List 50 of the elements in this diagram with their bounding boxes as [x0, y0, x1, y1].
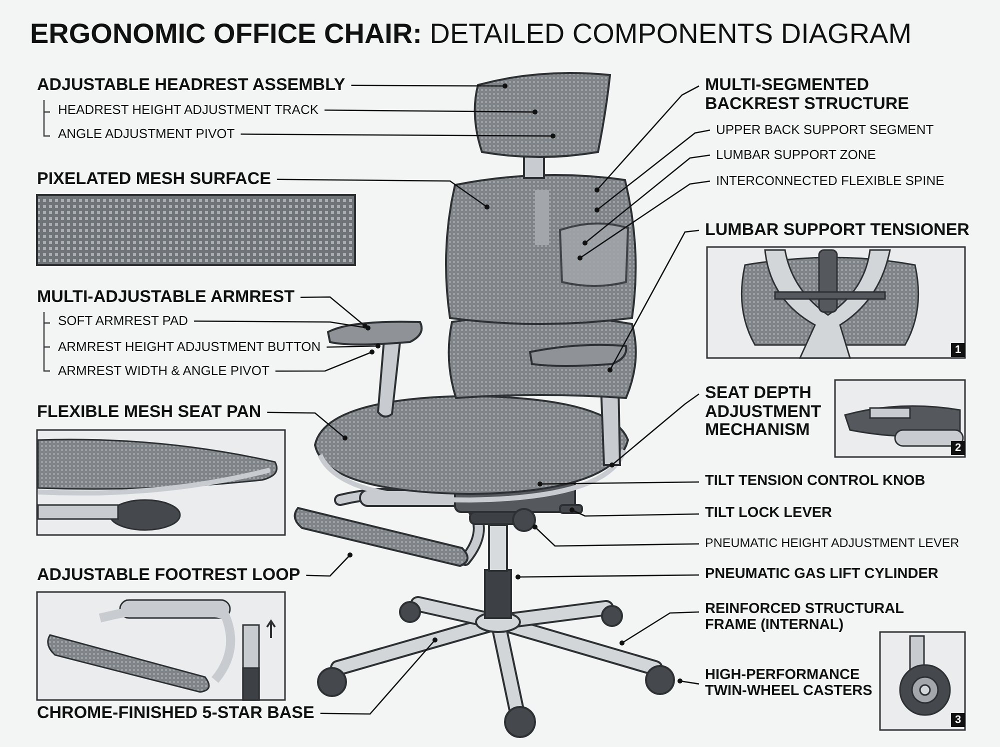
leader-line — [326, 344, 380, 348]
leader-line — [608, 230, 700, 372]
callout-label: TILT LOCK LEVER — [705, 506, 832, 522]
leader-line — [678, 678, 700, 685]
callout-label: CHROME-FINISHED 5-STAR BASE — [37, 704, 314, 723]
callout-label: FLEXIBLE MESH SEAT PAN — [37, 403, 262, 422]
leader-line — [620, 611, 700, 646]
leader-line — [351, 84, 508, 88]
inset-number: 2 — [951, 441, 965, 455]
callout-label: HIGH-PERFORMANCE TWIN-WHEEL CASTERS — [705, 668, 879, 700]
leader-line — [320, 638, 438, 715]
leader-line — [240, 134, 556, 138]
callout-label: ADJUSTABLE FOOTREST LOOP — [37, 566, 300, 585]
leader-line — [532, 524, 699, 547]
leader-line — [570, 508, 700, 517]
callout-label: LUMBAR SUPPORT ZONE — [716, 148, 876, 162]
leader-line — [582, 154, 710, 246]
callout-label: REINFORCED STRUCTURAL FRAME (INTERNAL) — [705, 602, 920, 634]
leader-line — [516, 574, 699, 580]
leader-line — [324, 110, 538, 114]
diagram-title: ERGONOMIC OFFICE CHAIR: DETAILED COMPONENTS DIAGRAM — [30, 18, 912, 50]
callout-label: HEADREST HEIGHT ADJUSTMENT TRACK — [58, 103, 319, 118]
leader-line — [538, 481, 699, 486]
callout-label: INTERCONNECTED FLEXIBLE SPINE — [716, 174, 944, 188]
callout-label: ARMREST WIDTH & ANGLE PIVOT — [58, 364, 270, 378]
leader-line — [300, 296, 368, 328]
leader-line — [194, 320, 370, 330]
callout-label: ARMREST HEIGHT ADJUSTMENT BUTTON — [58, 340, 321, 354]
callout-label: UPPER BACK SUPPORT SEGMENT — [716, 123, 934, 138]
inset-number: 1 — [951, 343, 965, 357]
callout-label: ANGLE ADJUSTMENT PIVOT — [58, 127, 235, 142]
callout-label: ADJUSTABLE HEADREST ASSEMBLY — [37, 76, 346, 95]
leader-line — [594, 130, 710, 212]
callout-label: PNEUMATIC GAS LIFT CYLINDER — [705, 567, 938, 583]
callout-label: PIXELATED MESH SURFACE — [37, 170, 271, 189]
leader-line — [594, 85, 700, 192]
leader-line — [306, 552, 352, 577]
callout-label: SOFT ARMREST PAD — [58, 314, 188, 328]
callout-label: LUMBAR SUPPORT TENSIONER — [705, 221, 970, 240]
callout-label: PNEUMATIC HEIGHT ADJUSTMENT LEVER — [705, 537, 960, 551]
callout-label: MULTI-ADJUSTABLE ARMREST — [37, 288, 294, 307]
leader-line — [276, 178, 490, 210]
leader-line — [275, 350, 374, 372]
inset-number: 3 — [951, 713, 965, 727]
leader-line — [610, 393, 700, 468]
callout-label: TILT TENSION CONTROL KNOB — [705, 474, 926, 490]
callout-label: MULTI-SEGMENTED BACKREST STRUCTURE — [705, 76, 935, 114]
leader-line — [578, 180, 710, 260]
leader-line — [267, 412, 348, 440]
callout-label: SEAT DEPTH ADJUSTMENT MECHANISM — [705, 384, 830, 440]
